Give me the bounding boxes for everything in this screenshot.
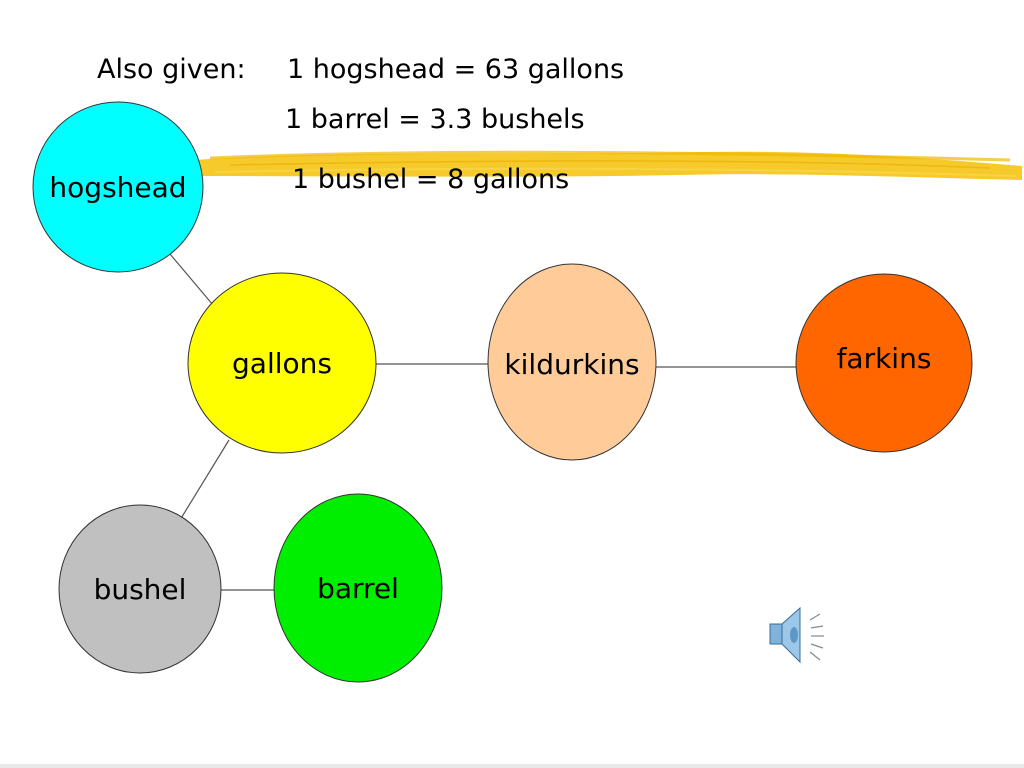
node-kildurkins: kildurkins — [487, 263, 657, 461]
bottom-bar — [0, 764, 1024, 768]
edge-hogshead-gallons — [169, 253, 214, 306]
node-barrel: barrel — [273, 493, 443, 683]
node-barrel-label: barrel — [317, 572, 399, 605]
node-hogshead: hogshead — [32, 101, 204, 273]
node-farkins-circle — [795, 273, 973, 453]
edge-gallons-bushel — [179, 439, 230, 521]
node-kildurkins-circle — [487, 263, 657, 461]
node-hogshead-label: hogshead — [49, 171, 186, 204]
node-bushel: bushel — [58, 504, 222, 674]
given-line-2: 1 barrel = 3.3 bushels — [285, 104, 585, 135]
node-gallons-circle — [187, 272, 377, 454]
given-line-1: 1 hogshead = 63 gallons — [287, 54, 625, 85]
node-bushel-circle — [58, 504, 222, 674]
node-gallons-label: gallons — [232, 347, 332, 380]
node-gallons: gallons — [187, 272, 377, 454]
given-line-3: 1 bushel = 8 gallons — [292, 164, 570, 195]
node-bushel-label: bushel — [94, 573, 187, 606]
highlight-stroke — [195, 150, 1022, 180]
node-barrel-circle — [273, 493, 443, 683]
node-kildurkins-label: kildurkins — [504, 348, 639, 381]
node-hogshead-circle — [32, 101, 204, 273]
given-prefix: Also given: — [97, 54, 246, 85]
speaker-icon[interactable] — [769, 606, 824, 664]
node-farkins-label: farkins — [837, 342, 932, 375]
node-farkins: farkins — [795, 273, 973, 453]
